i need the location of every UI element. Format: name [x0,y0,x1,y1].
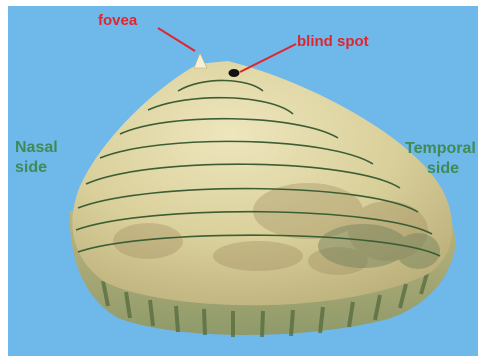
nasal-side-label: Nasal side [15,138,58,178]
blind-spot-pointer [240,44,296,72]
fovea-pointer [158,28,195,51]
blind-spot-label: blind spot [297,33,369,50]
nasal-label-line-1: Nasal [15,138,58,158]
hill-of-vision-figure [8,6,478,356]
fovea-peak [194,53,207,68]
temporal-label-line-2: side [405,159,476,179]
nasal-label-line-2: side [15,158,58,178]
hill-of-vision-panel: fovea blind spot Nasal side Temporal sid… [8,6,478,356]
temporal-label-line-1: Temporal [405,139,476,159]
temporal-side-label: Temporal side [405,139,476,179]
blind-spot-marker [229,69,240,77]
fovea-label: fovea [98,12,137,29]
